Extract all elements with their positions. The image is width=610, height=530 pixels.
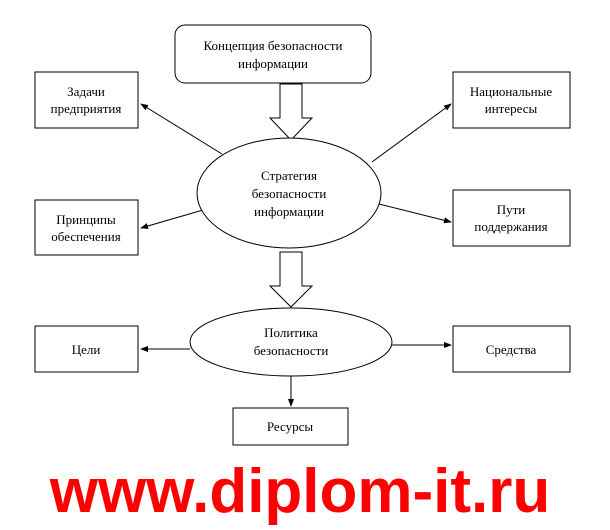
interests-box: Национальные интересы (452, 71, 571, 129)
principles-line-1: Принципы (56, 212, 116, 227)
tasks-line-2: предприятия (51, 101, 122, 116)
policy-line-1: Политика (264, 325, 318, 340)
goals-box: Цели (34, 325, 139, 373)
strategy-line-1: Стратегия (261, 168, 317, 183)
goals-label: Цели (72, 342, 101, 357)
arrow-to-interests (371, 103, 452, 163)
ways-line-2: поддержания (474, 219, 547, 234)
concept-line-2: информации (238, 56, 308, 71)
resources-label: Ресурсы (267, 419, 314, 434)
means-box: Средства (452, 325, 571, 373)
strategy-line-2: безопасности (252, 186, 327, 201)
strategy-line-3: информации (254, 204, 324, 219)
principles-box: Принципы обеспечения (34, 199, 139, 256)
arrow-to-principles (140, 209, 204, 229)
hollow-arrow-strategy-policy (268, 251, 314, 308)
ways-line-1: Пути (497, 202, 526, 217)
arrow-to-tasks (140, 103, 223, 155)
means-label: Средства (486, 342, 537, 357)
concept-line-1: Концепция безопасности (204, 38, 343, 53)
concept-box: Концепция безопасности информации (174, 24, 372, 84)
policy-line-2: безопасности (254, 343, 329, 358)
ways-box: Пути поддержания (452, 189, 571, 247)
tasks-line-1: Задачи (67, 84, 105, 99)
principles-line-2: обеспечения (51, 229, 120, 244)
resources-box: Ресурсы (232, 407, 349, 446)
tasks-box: Задачи предприятия (34, 71, 139, 129)
watermark: www.diplom-it.ru (49, 457, 551, 526)
interests-line-2: интересы (485, 101, 538, 116)
strategy-ellipse: Стратегия безопасности информации (196, 137, 382, 249)
interests-line-1: Национальные (470, 84, 553, 99)
policy-ellipse: Политика безопасности (189, 307, 393, 377)
hollow-arrow-concept-strategy (268, 83, 314, 141)
arrow-to-ways (374, 202, 452, 224)
